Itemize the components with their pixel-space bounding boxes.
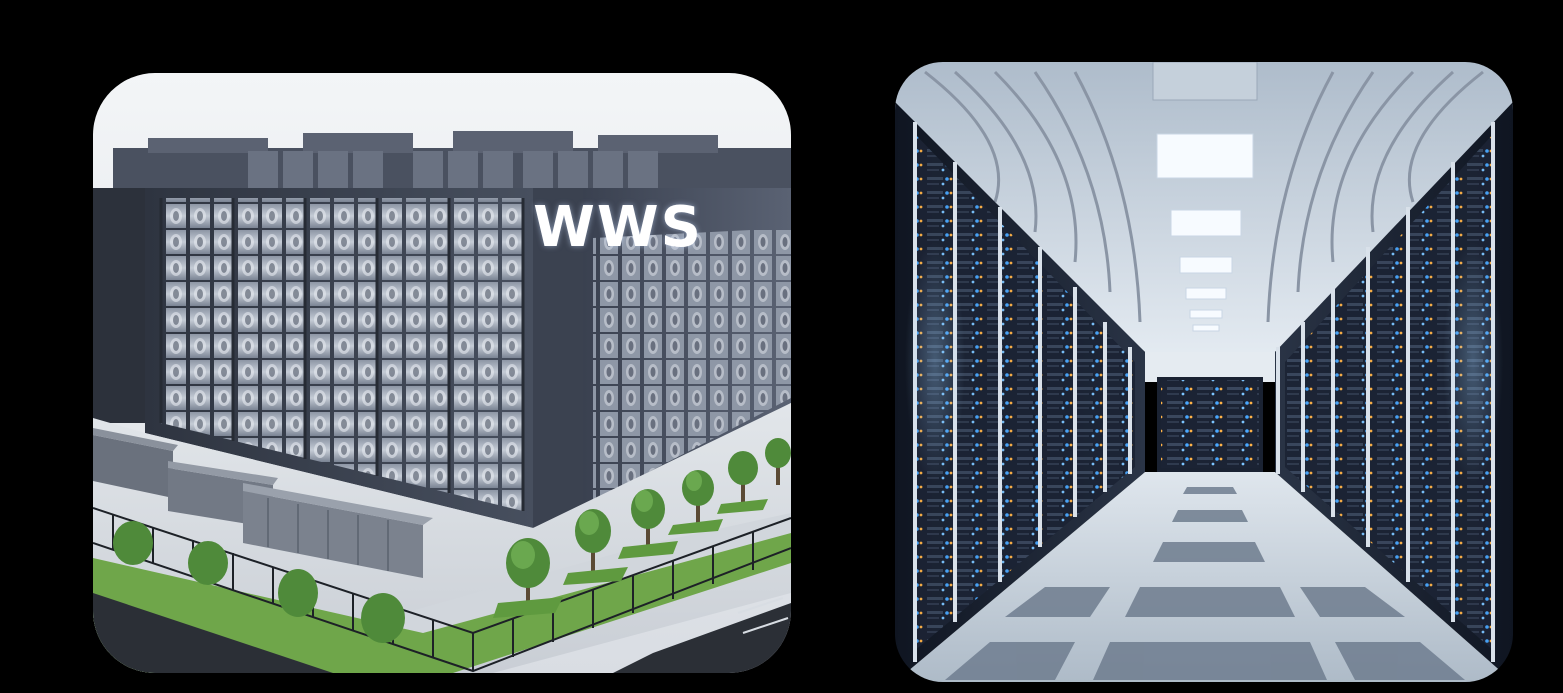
ceiling-lights (1156, 133, 1254, 332)
generator-units (93, 428, 433, 578)
datacenter-building-illustration (93, 73, 791, 673)
building-sign-label: WWS (533, 195, 703, 260)
overhead-cables (924, 70, 1484, 323)
server-aisle-illustration (895, 62, 1513, 682)
trees (113, 438, 791, 643)
rooftop-units (113, 131, 791, 189)
server-room-image (895, 62, 1513, 682)
floor-vent-tiles (945, 487, 1465, 680)
datacenter-building-image: WWS (93, 73, 791, 673)
